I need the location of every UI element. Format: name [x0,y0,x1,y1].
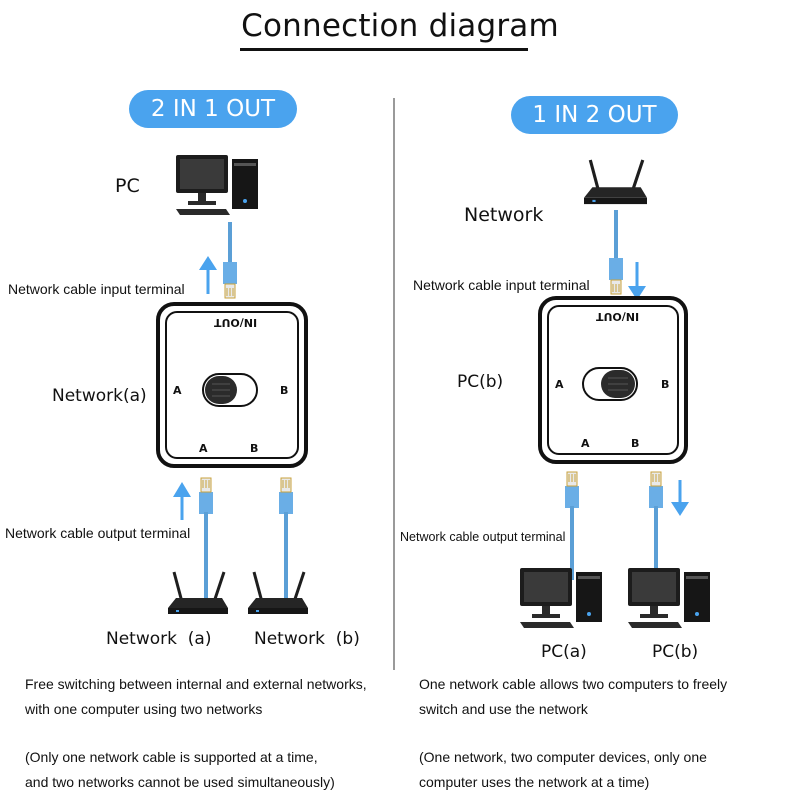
pc-label: PC [115,175,140,197]
port-b-label: B [280,384,289,397]
right-note: (One network, two computer devices, only… [419,745,707,795]
rj45-plug-icon [608,257,624,295]
input-terminal-label: Network cable input terminal [8,281,185,297]
note-line: computer uses the network at a time) [419,774,650,790]
rj45-plug-icon [278,477,294,515]
rj45-plug-icon [648,471,664,509]
output-terminal-label: Network cable output terminal [400,530,566,544]
port-b-label: B [631,437,640,450]
title-underline [240,48,528,51]
note-line: (Only one network cable is supported at … [25,749,318,765]
desc-line: Free switching between internal and exte… [25,676,367,692]
port-a-label: A [199,442,208,455]
arrow-up-icon [199,256,217,294]
router-icon [582,158,649,206]
device-top-label: IN/OUT [214,316,258,329]
network-b-label: Network (b) [254,629,360,649]
network-a-label: Network (a) [106,629,212,649]
arrow-down-icon [671,480,689,516]
device-top-label: IN/OUT [596,310,640,323]
port-b-label: B [250,442,259,455]
left-description: Free switching between internal and exte… [25,672,367,722]
desc-line: switch and use the network [419,701,588,717]
mode-badge-1in2out: 1 IN 2 OUT [511,96,678,134]
device-side-label: Network(a) [52,386,147,406]
page-title: Connection diagram [241,8,559,44]
desc-line: One network cable allows two computers t… [419,676,728,692]
port-a-label: A [173,384,182,397]
port-a-label: A [581,437,590,450]
note-line: (One network, two computer devices, only… [419,749,707,765]
pc-icon [520,568,602,628]
switch-device [538,296,688,464]
output-terminal-label: Network cable output terminal [5,525,191,541]
router-icon [246,570,310,616]
input-terminal-label: Network cable input terminal [413,277,590,293]
network-label: Network [464,204,544,226]
pc-icon [176,155,258,215]
mode-badge-2in1out: 2 IN 1 OUT [129,90,297,128]
arrow-up-icon [173,482,191,520]
pc-b-label: PC(b) [652,642,699,662]
rj45-plug-icon [564,471,580,509]
rj45-plug-icon [222,261,238,299]
device-side-label: PC(b) [457,372,504,392]
note-line: and two networks cannot be used simultan… [25,774,335,790]
arrow-down-icon [628,262,646,300]
right-description: One network cable allows two computers t… [419,672,727,722]
left-note: (Only one network cable is supported at … [25,745,335,795]
router-icon [166,570,230,616]
pc-icon [628,568,710,628]
center-divider [393,98,395,670]
desc-line: with one computer using two networks [25,701,263,717]
pc-a-label: PC(a) [541,642,587,662]
port-a-label: A [555,378,564,391]
switch-device [156,302,308,468]
rj45-plug-icon [198,477,214,515]
port-b-label: B [661,378,670,391]
